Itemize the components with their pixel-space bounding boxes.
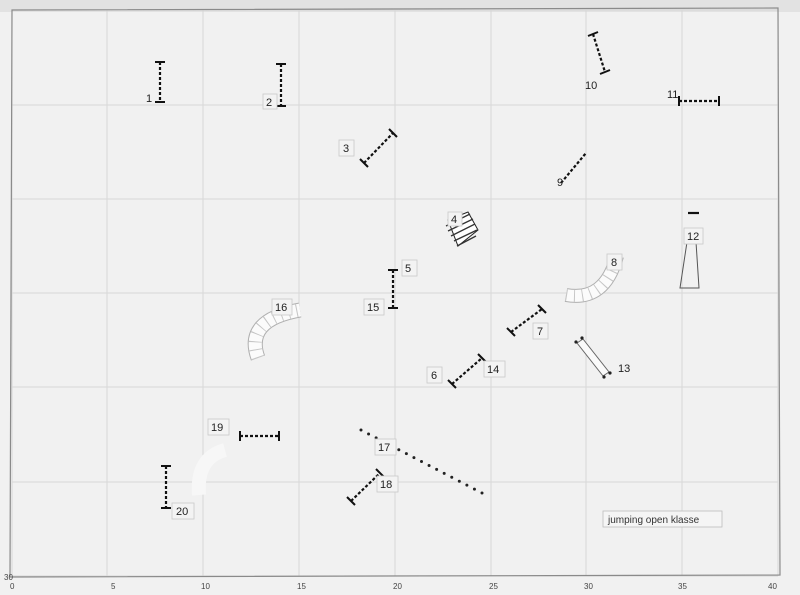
obstacle-number: 8 — [611, 257, 617, 269]
obstacle-number: 7 — [537, 326, 543, 338]
line-dot — [472, 487, 476, 491]
obstacle-number: 4 — [451, 214, 457, 226]
obstacle-number: 12 — [687, 231, 699, 243]
obstacle-number: 6 — [431, 370, 437, 382]
number-box — [447, 211, 463, 227]
line-dot — [427, 463, 431, 467]
x-tick-label: 40 — [768, 582, 777, 591]
line-dot — [397, 448, 401, 452]
obstacle-number: 3 — [343, 143, 349, 155]
line-dot — [435, 467, 439, 471]
obstacle-1-jump — [155, 61, 165, 103]
number-box — [426, 366, 443, 384]
obstacle-10-jump — [587, 31, 611, 75]
line-dot — [367, 432, 371, 436]
obstacle-number: 1 — [146, 93, 152, 105]
obstacle-number: 11 — [667, 89, 678, 101]
obstacle-number: 20 — [176, 506, 188, 518]
number-box — [363, 298, 385, 316]
x-axis: 0 5 10 15 20 25 30 35 40 — [10, 582, 777, 591]
obstacle-number: 14 — [487, 364, 499, 376]
number-box — [171, 502, 195, 520]
obstacle-20-jump — [161, 465, 171, 509]
grid — [11, 9, 779, 577]
x-tick-label: 15 — [297, 582, 306, 591]
number-box — [483, 360, 506, 378]
obstacle-number: 5 — [405, 263, 411, 275]
obstacle-number: 10 — [585, 80, 597, 92]
number-box — [683, 227, 704, 245]
line-dot — [359, 428, 363, 432]
line-dot — [412, 456, 416, 460]
x-tick-label: 35 — [678, 582, 687, 591]
obstacle-number: 18 — [380, 479, 392, 491]
line-dot — [442, 471, 446, 475]
obstacle-5-15-jump — [388, 269, 398, 309]
line-dot — [465, 483, 469, 487]
number-box — [606, 253, 623, 271]
x-tick-label: 10 — [201, 582, 210, 591]
number-box — [271, 298, 293, 316]
obstacle-number: 9 — [557, 177, 563, 189]
line-dot — [450, 475, 454, 479]
x-tick-label: 5 — [111, 582, 116, 591]
line-dot — [457, 479, 461, 483]
number-box — [401, 259, 418, 277]
faint-tunnel — [191, 443, 228, 496]
course-frame — [9, 7, 781, 578]
line-dot — [420, 460, 423, 463]
x-tick-label: 20 — [393, 582, 402, 591]
obstacle-3-jump — [359, 128, 398, 168]
obstacle-number: 19 — [211, 422, 223, 434]
line-dot — [404, 452, 408, 456]
number-box — [532, 322, 549, 340]
obstacle-13-longjump — [574, 336, 612, 379]
obstacle-number: 15 — [367, 302, 379, 314]
x-tick-label: 25 — [489, 582, 498, 591]
number-box — [374, 438, 397, 456]
number-box — [376, 475, 399, 493]
course-title: jumping open klasse — [607, 515, 700, 526]
number-box — [262, 93, 278, 110]
x-tick-label: 0 — [10, 582, 15, 591]
obstacle-number: 16 — [275, 302, 287, 314]
obstacle-number: 17 — [378, 442, 390, 454]
number-box — [338, 139, 355, 157]
line-dot — [480, 491, 484, 495]
obstacle-9-jump — [560, 152, 587, 184]
obstacle-2-jump — [276, 63, 286, 107]
obstacle-7-jump — [506, 304, 547, 337]
course-title-box — [602, 510, 723, 528]
number-box — [207, 418, 230, 436]
obstacle-11-jump — [678, 96, 720, 106]
obstacle-number: 13 — [618, 363, 630, 375]
obstacle-19-jump — [239, 431, 280, 441]
y-tick-label: 30 — [4, 573, 13, 582]
obstacle-number: 2 — [266, 97, 272, 109]
x-tick-label: 30 — [584, 582, 593, 591]
